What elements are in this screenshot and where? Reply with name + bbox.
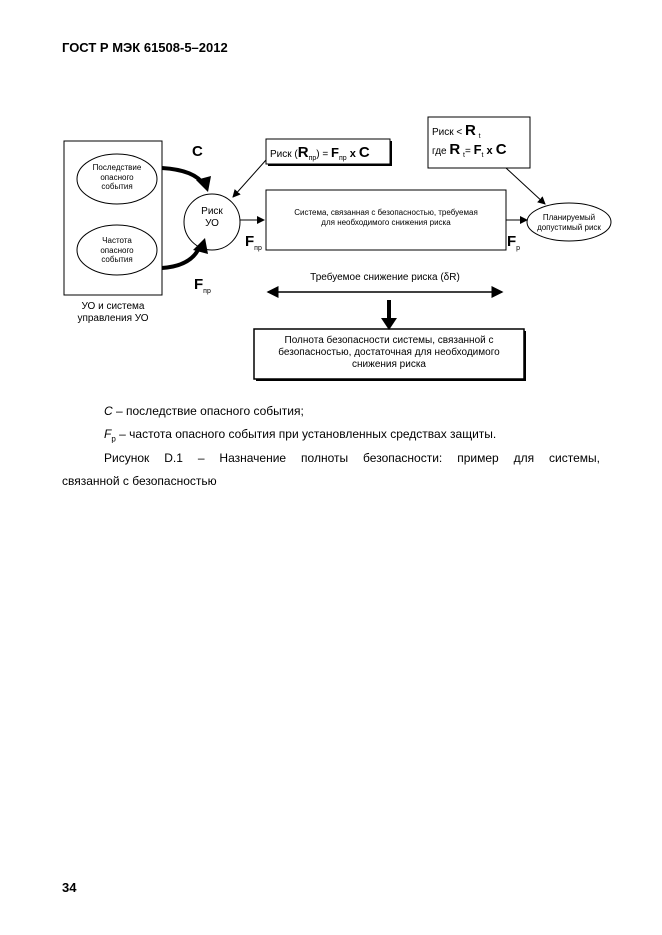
diagram-graphics — [63, 116, 612, 381]
consequence-ellipse — [76, 153, 158, 205]
tolerable-risk-box — [427, 116, 531, 169]
legend-f: Fр – частота опасного события при устано… — [104, 427, 497, 444]
eut-caption: УО и система управления УО — [77, 301, 149, 324]
figure-caption-line1: Рисунок D.1 – Назначение полноты безопас… — [104, 451, 600, 465]
risk-diagram: УО и система управления УО Последствие о… — [0, 0, 662, 400]
risk-circle-label: Риск УО — [201, 206, 223, 229]
frequency-ellipse — [76, 224, 158, 276]
page-number: 34 — [62, 880, 77, 895]
document-header: ГОСТ Р МЭК 61508-5–2012 — [62, 40, 228, 55]
required-reduction-label: Требуемое снижение риска (δR) — [310, 272, 460, 283]
f-label: Fпр — [194, 276, 211, 295]
c-label: C — [192, 143, 203, 160]
tolerable-risk-text: Риск < R t где R t= Ft x C — [432, 122, 507, 160]
fp-label: Fр — [507, 233, 521, 252]
risk-circle — [183, 193, 241, 251]
safety-system-label: Система, связанная с безопасностью, треб… — [294, 208, 478, 227]
c-arrow — [161, 166, 206, 187]
planned-risk-ellipse — [526, 202, 612, 242]
consequence-label: Последствие опасного события — [92, 163, 142, 192]
eut-box — [63, 140, 163, 296]
fnp-label: Fпр — [245, 233, 262, 252]
legend-c: C – последствие опасного события; — [104, 404, 304, 418]
risk-formula: Риск (Rпр) = Fпр x C — [270, 144, 370, 162]
integrity-label: Полнота безопасности системы, связанной … — [278, 335, 500, 370]
figure-caption-line2: связанной с безопасностью — [62, 474, 217, 488]
frequency-label: Частота опасного события — [100, 236, 134, 265]
planned-risk-label: Планируемый допустимый риск — [537, 213, 601, 232]
